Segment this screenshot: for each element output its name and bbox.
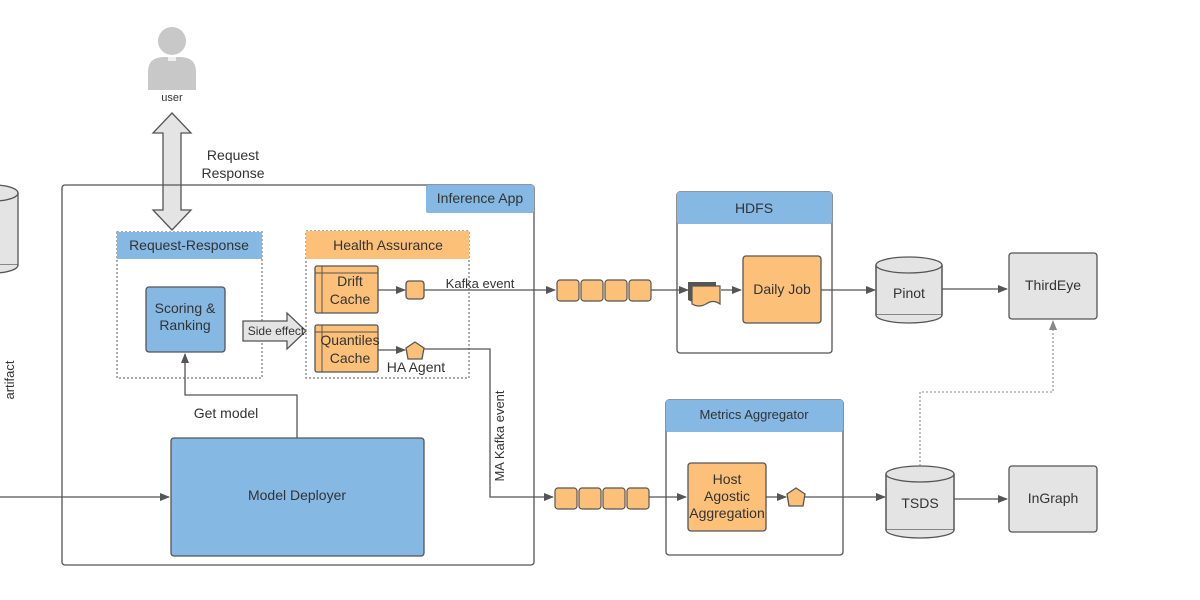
ma-kafka-event-label: MA Kafka event bbox=[492, 390, 507, 481]
thirdeye-label: ThirdEye bbox=[1025, 277, 1081, 293]
queue-top-cell-4 bbox=[628, 279, 652, 302]
external-database-cylinder bbox=[0, 184, 19, 274]
request-response-header bbox=[117, 232, 262, 259]
model-deployer-box bbox=[170, 437, 425, 557]
kafka-event-label: Kafka event bbox=[446, 276, 515, 291]
inference-app-title: Inference App bbox=[437, 190, 524, 206]
scoring-ranking-label-line2: Ranking bbox=[159, 317, 210, 333]
metrics-aggregator-header bbox=[666, 400, 843, 432]
queue-top-cell-2 bbox=[580, 279, 604, 302]
host-aggregation-label-line1: Host bbox=[713, 471, 742, 487]
drift-cache-label-line2: Cache bbox=[330, 291, 371, 307]
ma-kafka-event-connector bbox=[424, 348, 554, 501]
drift-cache-label-line1: Drift bbox=[337, 273, 363, 289]
thirdeye-box bbox=[1008, 252, 1098, 320]
hdfs-header bbox=[677, 192, 832, 224]
get-model-connector bbox=[181, 353, 298, 438]
kafka-queue-top bbox=[556, 279, 652, 302]
pinot-label: Pinot bbox=[893, 285, 925, 301]
quantiles-cache-box bbox=[314, 324, 379, 373]
request-response-title: Request-Response bbox=[129, 237, 249, 253]
queue-top-cell-1 bbox=[556, 279, 580, 302]
queue-bottom-cell-1 bbox=[554, 487, 578, 510]
health-assurance-header bbox=[306, 231, 469, 259]
tsds-to-thirdeye-dotted-connector bbox=[919, 320, 1057, 466]
get-model-label: Get model bbox=[194, 405, 259, 421]
request-label: Request bbox=[207, 147, 259, 163]
inference-app-header bbox=[426, 185, 534, 213]
pinot-cylinder bbox=[875, 256, 943, 324]
user-icon bbox=[148, 27, 196, 90]
kafka-queue-bottom bbox=[554, 487, 650, 510]
file-stack-icon bbox=[688, 282, 721, 307]
response-label: Response bbox=[201, 165, 264, 181]
inference-app-container bbox=[61, 184, 535, 566]
side-effect-label: Side effect bbox=[248, 324, 305, 338]
tsds-cylinder bbox=[885, 465, 955, 539]
ha-agent-node bbox=[405, 341, 425, 360]
kafka-producer-node bbox=[405, 280, 425, 300]
queue-bottom-cell-3 bbox=[602, 487, 626, 510]
ingraph-box bbox=[1008, 465, 1098, 533]
quantiles-cache-label-line1: Quantiles bbox=[320, 332, 379, 348]
artifact-label: artifact bbox=[2, 360, 17, 399]
quantiles-cache-label-line2: Cache bbox=[330, 350, 371, 366]
health-assurance-title: Health Assurance bbox=[333, 237, 443, 253]
scoring-ranking-box bbox=[145, 286, 226, 353]
ingraph-label: InGraph bbox=[1028, 490, 1079, 506]
user-label: user bbox=[161, 92, 183, 104]
ha-agent-label: HA Agent bbox=[387, 359, 445, 375]
queue-top-cell-3 bbox=[604, 279, 628, 302]
metrics-agent-node bbox=[786, 487, 806, 507]
hdfs-title: HDFS bbox=[735, 200, 773, 216]
daily-job-label: Daily Job bbox=[753, 281, 811, 297]
scoring-ranking-label-line1: Scoring & bbox=[155, 300, 216, 316]
queue-bottom-cell-4 bbox=[626, 487, 650, 510]
host-aggregation-label-line2: Agostic bbox=[704, 488, 750, 504]
tsds-label: TSDS bbox=[901, 495, 938, 511]
host-aggregation-label-line3: Aggregation bbox=[689, 505, 765, 521]
side-effect-arrow bbox=[242, 311, 307, 351]
queue-bottom-cell-2 bbox=[578, 487, 602, 510]
metrics-aggregator-title: Metrics Aggregator bbox=[699, 407, 809, 422]
model-deployer-label: Model Deployer bbox=[248, 487, 346, 503]
request-response-double-arrow bbox=[151, 112, 193, 231]
